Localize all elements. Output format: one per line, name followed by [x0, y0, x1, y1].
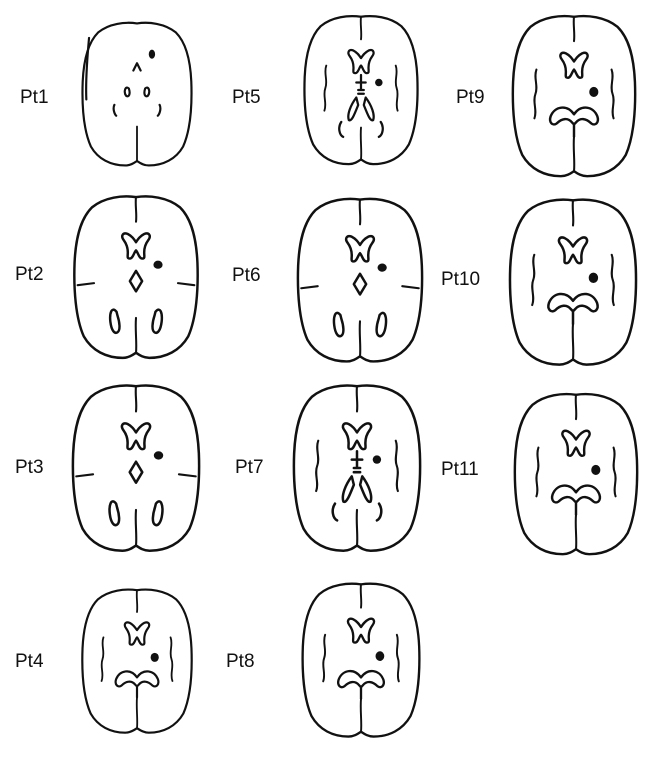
- midline-fissure-anterior: [574, 17, 575, 41]
- midline-fissure-posterior: [576, 515, 577, 550]
- label-pt9: Pt9: [456, 88, 485, 107]
- lesion-marker: [589, 87, 598, 97]
- brain-slice-pt6: [293, 191, 427, 369]
- midline-fissure-posterior: [360, 321, 361, 356]
- ventricle-bodies: [550, 108, 598, 125]
- label-pt6: Pt6: [232, 266, 261, 285]
- lesion-marker: [149, 50, 155, 59]
- midline-fissure-posterior: [136, 318, 137, 353]
- brain-slice-pt9: [508, 6, 640, 186]
- lateral-sulci: [532, 255, 614, 305]
- label-pt7: Pt7: [235, 458, 264, 477]
- midline-fissure-anterior: [576, 395, 577, 419]
- midline-fissure-posterior: [137, 697, 138, 728]
- frontal-horns: [559, 238, 587, 264]
- midline-fissure-anterior: [136, 197, 137, 222]
- orbital-structures: [86, 38, 160, 116]
- label-pt1: Pt1: [20, 88, 49, 107]
- temporal-notches: [76, 474, 195, 476]
- midline-fissure-anterior: [136, 386, 137, 411]
- brain-slice-pt4: [78, 574, 196, 748]
- midline-fissure-posterior: [357, 510, 358, 546]
- temporal-notches: [78, 283, 195, 285]
- midline-fissure-anterior: [573, 200, 574, 225]
- midline-fissure-anterior: [357, 386, 358, 411]
- lesion-marker: [378, 264, 387, 272]
- lesion-marker: [591, 465, 600, 475]
- temporal-notches: [301, 286, 419, 288]
- lateral-sulci: [102, 637, 173, 681]
- lesion-marker: [589, 273, 598, 283]
- frontal-horns: [122, 233, 149, 258]
- frontal-horns: [562, 431, 589, 456]
- frontal-horns: [125, 622, 149, 644]
- frontal-horns: [122, 423, 150, 449]
- midline-fissure-anterior: [361, 584, 362, 607]
- lesion-marker: [375, 79, 383, 87]
- label-pt10: Pt10: [441, 270, 480, 289]
- lesion-marker: [154, 451, 163, 459]
- midline-fissure-posterior: [361, 128, 362, 160]
- midline-fissure-posterior: [574, 137, 575, 172]
- lesion-marker: [151, 653, 159, 662]
- ventricle-bodies: [548, 294, 597, 311]
- ventricle-bodies: [338, 671, 384, 687]
- lesion-marker: [153, 261, 162, 269]
- third-ventricle: [354, 274, 366, 295]
- frontal-horns: [348, 50, 373, 73]
- label-pt11: Pt11: [441, 460, 479, 479]
- third-ventricle: [130, 462, 143, 483]
- ventricle-bodies: [116, 671, 159, 686]
- label-pt3: Pt3: [15, 458, 44, 477]
- brain-slice-pt3: [62, 380, 210, 556]
- midline-fissure-posterior: [573, 324, 574, 360]
- label-pt8: Pt8: [226, 652, 255, 671]
- lesion-marker: [373, 455, 381, 463]
- brain-slice-pt2: [62, 191, 210, 363]
- third-ventricle: [130, 271, 142, 291]
- brain-slice-pt7: [287, 380, 427, 556]
- midline-fissure-anterior: [360, 200, 361, 225]
- brain-slice-pt5: [300, 11, 422, 169]
- midline-fissure-posterior: [361, 699, 362, 732]
- midline-fissure-anterior: [137, 590, 138, 612]
- brain-slice-pt10: [505, 193, 641, 371]
- brain-slice-pt11: [510, 383, 642, 565]
- ventricle-bodies: [552, 486, 600, 503]
- label-pt4: Pt4: [15, 652, 44, 671]
- brain-slice-pt8: [298, 574, 424, 746]
- frontal-horns: [343, 423, 371, 449]
- lateral-sulci: [323, 635, 399, 682]
- midline-fissure-posterior: [136, 510, 137, 546]
- label-pt2: Pt2: [15, 265, 44, 284]
- brain-slice-pt1: [78, 18, 196, 170]
- midline-fissure-anterior: [361, 17, 362, 40]
- label-pt5: Pt5: [232, 88, 261, 107]
- lateral-sulci: [536, 448, 615, 497]
- frontal-horns: [346, 236, 374, 261]
- lateral-sulci: [534, 70, 613, 119]
- lesion-marker: [376, 651, 385, 661]
- frontal-horns: [348, 619, 374, 643]
- frontal-horns: [560, 53, 587, 78]
